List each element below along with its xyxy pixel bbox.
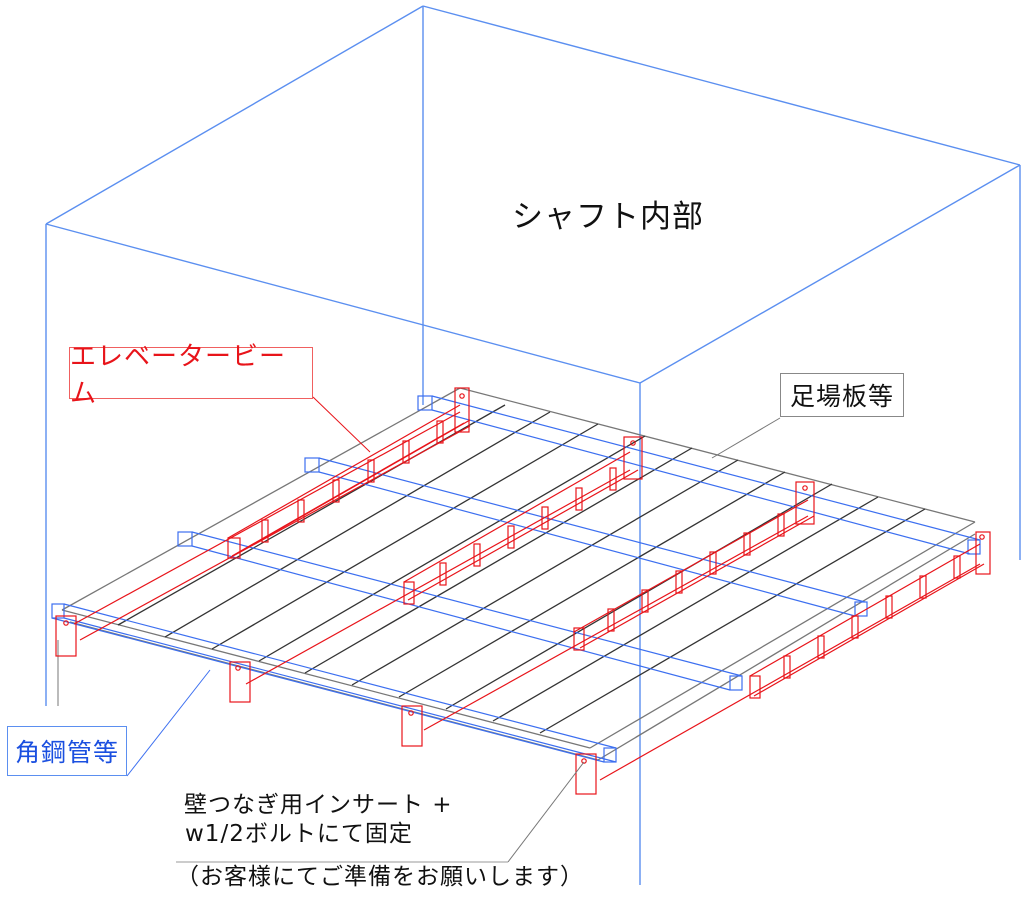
note-line-2: w1/2ボルトにて固定 (185, 821, 413, 847)
square-steel-pipe-text: 角鋼管等 (14, 738, 119, 767)
elevator-beam-text: エレベータービーム (70, 342, 287, 409)
scaffold-board-label: 足場板等 (780, 373, 904, 417)
elevator-beams (55, 387, 991, 795)
diagram-title: シャフト内部 (512, 199, 704, 235)
note-line-3: （お客様にてご準備をお願いします） (176, 864, 584, 890)
shaft-outline (45, 5, 1021, 885)
leader-beam (312, 396, 371, 453)
scaffold-boards (61, 387, 976, 761)
note-line-1: 壁つなぎ用インサート + (184, 792, 453, 818)
scaffold-board-text: 足場板等 (789, 382, 894, 411)
square-steel-pipe-label: 角鋼管等 (7, 726, 127, 776)
leader-pipe (126, 669, 211, 777)
leader-board (711, 417, 781, 459)
elevator-beam-label: エレベータービーム (69, 342, 313, 409)
square-steel-pipes (51, 395, 981, 763)
leader-note-diag (507, 761, 585, 863)
